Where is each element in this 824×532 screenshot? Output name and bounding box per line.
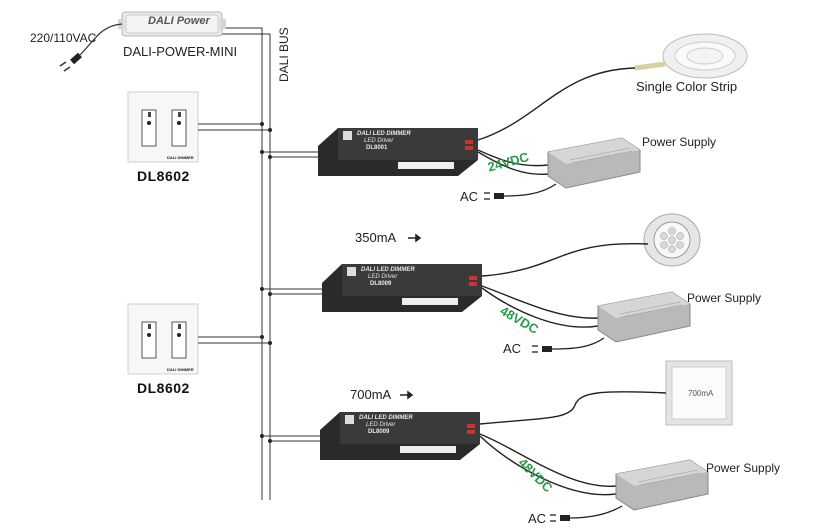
driver-2-output-label: 350mA — [355, 230, 397, 245]
switch-panel-1 — [127, 91, 199, 163]
ac-label-1: AC — [460, 189, 479, 204]
driver-2-subtitle: LED Driver — [368, 274, 398, 280]
led-strip-reel — [634, 33, 748, 79]
dali-bus-label: DALI BUS — [277, 27, 291, 82]
led-panel — [665, 360, 733, 426]
dali-bus-lines — [210, 27, 271, 500]
power-supply-3 — [615, 459, 709, 511]
driver-3-subtitle: LED Driver — [366, 422, 396, 428]
power-module-plug — [59, 23, 123, 72]
power-supply-3-label: Power Supply — [706, 461, 781, 475]
driver-3-model: DL8009 — [368, 429, 390, 435]
driver-1 — [318, 128, 478, 176]
driver-2-model: DL8009 — [370, 281, 392, 287]
supply-wires — [477, 149, 617, 496]
ac-plug-1 — [484, 183, 557, 200]
driver-1-model: DL8001 — [366, 145, 388, 151]
bus-driver-wires — [262, 151, 322, 442]
switch-1-model: DL8602 — [137, 168, 190, 184]
switch-panel-2 — [127, 303, 199, 375]
power-module-name: DALI-POWER-MINI — [123, 44, 238, 59]
switch-bus-wires — [198, 123, 270, 344]
driver-1-subtitle: LED Driver — [364, 138, 394, 144]
power-module-brand: DALI Power — [148, 15, 210, 27]
power-supply-2-label: Power Supply — [687, 291, 762, 305]
load-1-label: Single Color Strip — [636, 79, 738, 94]
switch-panel-2-text: DALI DIMMER — [167, 367, 194, 372]
ac-label-3: AC — [528, 511, 547, 526]
power-supply-1-label: Power Supply — [642, 135, 717, 149]
power-input-label: 220/110VAC — [30, 31, 97, 45]
current-arrows — [400, 233, 422, 400]
ac-plug-3 — [550, 505, 623, 522]
driver-3 — [320, 412, 480, 460]
driver-2-title: DALI LED DIMMER — [361, 267, 415, 273]
driver-3-output-label: 700mA — [350, 387, 392, 402]
switch-panel-1-text: DALI DIMMER — [167, 155, 194, 160]
power-supply-2 — [597, 291, 691, 343]
driver-2 — [322, 264, 482, 312]
load-3-label: 700mA — [688, 389, 714, 398]
ac-label-2: AC — [503, 341, 522, 356]
power-supply-1 — [547, 137, 641, 189]
switch-2-model: DL8602 — [137, 380, 190, 396]
led-downlight — [643, 213, 701, 267]
driver-3-title: DALI LED DIMMER — [359, 415, 413, 421]
load-wires — [477, 67, 667, 425]
ac-plug-2 — [532, 337, 605, 353]
driver-1-title: DALI LED DIMMER — [357, 131, 411, 137]
